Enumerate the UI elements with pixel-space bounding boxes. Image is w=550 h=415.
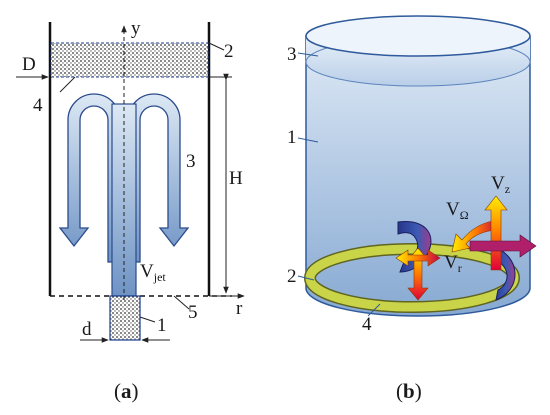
caption-b: (b) xyxy=(396,379,422,403)
leader-1 xyxy=(139,316,156,323)
label-VOmega: VΩ xyxy=(446,199,469,222)
label-b-3: 3 xyxy=(287,44,297,65)
cylinder-rim xyxy=(305,15,531,57)
label-V-jet: Vjet xyxy=(140,261,166,284)
label-a-1: 1 xyxy=(157,315,167,336)
label-a-4: 4 xyxy=(33,95,43,116)
omega-arrow xyxy=(451,219,501,253)
label-d: d xyxy=(82,319,92,340)
label-Vr: Vr xyxy=(444,252,462,275)
leader-2 xyxy=(208,42,225,51)
y-axis-label: y xyxy=(131,18,141,39)
right-circulation-arrow xyxy=(127,93,190,263)
label-H: H xyxy=(229,168,243,189)
leader-b-2 xyxy=(297,275,315,281)
leader-b-4 xyxy=(367,303,381,317)
panel-a: y r D H d Vjet 2 4 3 5 1 (a) xyxy=(16,18,245,403)
panel-b: Vz VΩ Vr 3 1 2 4 (b) xyxy=(287,15,537,403)
leader-b-3 xyxy=(297,52,319,57)
leader-4 xyxy=(59,76,76,93)
porous-layer xyxy=(50,42,209,78)
caption-a: (a) xyxy=(114,379,139,403)
label-b-4: 4 xyxy=(362,314,372,335)
label-Vz: Vz xyxy=(491,173,510,196)
label-a-5: 5 xyxy=(188,302,198,323)
leader-5 xyxy=(173,295,190,310)
vz-arrow xyxy=(484,195,508,271)
small-horizontal-arrow xyxy=(395,249,441,267)
horizontal-arrow xyxy=(469,234,537,258)
label-a-2: 2 xyxy=(224,41,234,62)
nozzle xyxy=(109,295,141,341)
label-a-3: 3 xyxy=(186,151,196,172)
left-circulation-arrow xyxy=(58,93,121,263)
label-b-1: 1 xyxy=(287,127,297,148)
r-axis-label: r xyxy=(236,298,243,319)
label-b-2: 2 xyxy=(287,266,297,287)
leader-b-1 xyxy=(297,137,319,143)
label-D: D xyxy=(22,54,36,75)
